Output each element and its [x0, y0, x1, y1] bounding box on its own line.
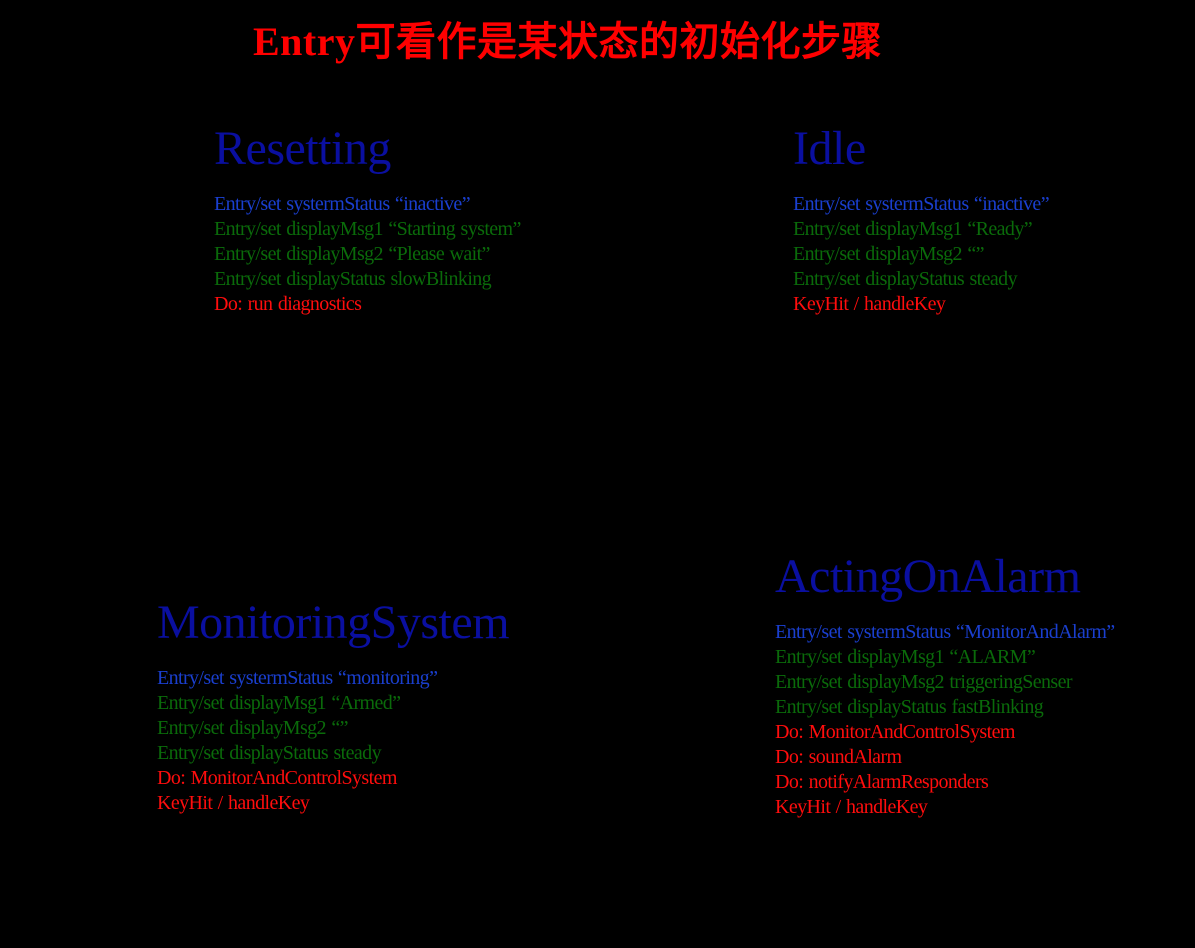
- state-acting-on-alarm: ActingOnAlarm Entry/set systermStatus “M…: [775, 550, 1115, 820]
- entry-display-status-line: Entry/set displayStatus steady: [793, 268, 1018, 290]
- entry-display-msg1-line: Entry/set displayMsg1 “Starting system”: [214, 218, 521, 240]
- do-activity-line: Do: soundAlarm: [775, 746, 902, 768]
- entry-system-status-line: Entry/set systermStatus “inactive”: [793, 193, 1050, 215]
- keyhit-event-line: KeyHit / handleKey: [775, 796, 928, 818]
- state-name: Resetting: [214, 122, 391, 175]
- do-activity-line: Do: MonitorAndControlSystem: [157, 767, 397, 789]
- page-title: Entry可看作是某状态的初始化步骤: [253, 19, 882, 64]
- entry-display-status-line: Entry/set displayStatus steady: [157, 742, 382, 764]
- entry-display-msg2-line: Entry/set displayMsg2 “Please wait”: [214, 243, 490, 265]
- entry-system-status-line: Entry/set systermStatus “inactive”: [214, 193, 471, 215]
- state-actions-list: Entry/set systermStatus “inactive” Entry…: [793, 192, 1050, 317]
- keyhit-event-line: KeyHit / handleKey: [157, 792, 310, 814]
- state-actions-list: Entry/set systermStatus “MonitorAndAlarm…: [775, 620, 1115, 820]
- entry-display-msg1-line: Entry/set displayMsg1 “ALARM”: [775, 646, 1036, 668]
- state-actions-list: Entry/set systermStatus “monitoring” Ent…: [157, 666, 509, 816]
- entry-display-msg2-line: Entry/set displayMsg2 “”: [793, 243, 985, 265]
- state-monitoring-system: MonitoringSystem Entry/set systermStatus…: [157, 596, 510, 816]
- entry-display-msg2-line: Entry/set displayMsg2 “”: [157, 717, 349, 739]
- do-activity-line: Do: MonitorAndControlSystem: [775, 721, 1015, 743]
- state-resetting: Resetting Entry/set systermStatus “inact…: [214, 122, 521, 317]
- entry-display-status-line: Entry/set displayStatus fastBlinking: [775, 696, 1044, 718]
- entry-system-status-line: Entry/set systermStatus “MonitorAndAlarm…: [775, 621, 1115, 643]
- entry-display-status-line: Entry/set displayStatus slowBlinking: [214, 268, 492, 290]
- do-activity-line: Do: notifyAlarmResponders: [775, 771, 989, 793]
- state-idle: Idle Entry/set systermStatus “inactive” …: [793, 122, 1050, 317]
- state-name: ActingOnAlarm: [775, 550, 1081, 603]
- entry-display-msg2-line: Entry/set displayMsg2 triggeringSenser: [775, 671, 1073, 693]
- entry-display-msg1-line: Entry/set displayMsg1 “Armed”: [157, 692, 401, 714]
- keyhit-event-line: KeyHit / handleKey: [793, 293, 946, 315]
- entry-display-msg1-line: Entry/set displayMsg1 “Ready”: [793, 218, 1033, 240]
- state-name: MonitoringSystem: [157, 596, 510, 649]
- state-actions-list: Entry/set systermStatus “inactive” Entry…: [214, 192, 521, 317]
- do-activity-line: Do: run diagnostics: [214, 293, 362, 315]
- state-name: Idle: [793, 122, 866, 175]
- entry-system-status-line: Entry/set systermStatus “monitoring”: [157, 667, 438, 689]
